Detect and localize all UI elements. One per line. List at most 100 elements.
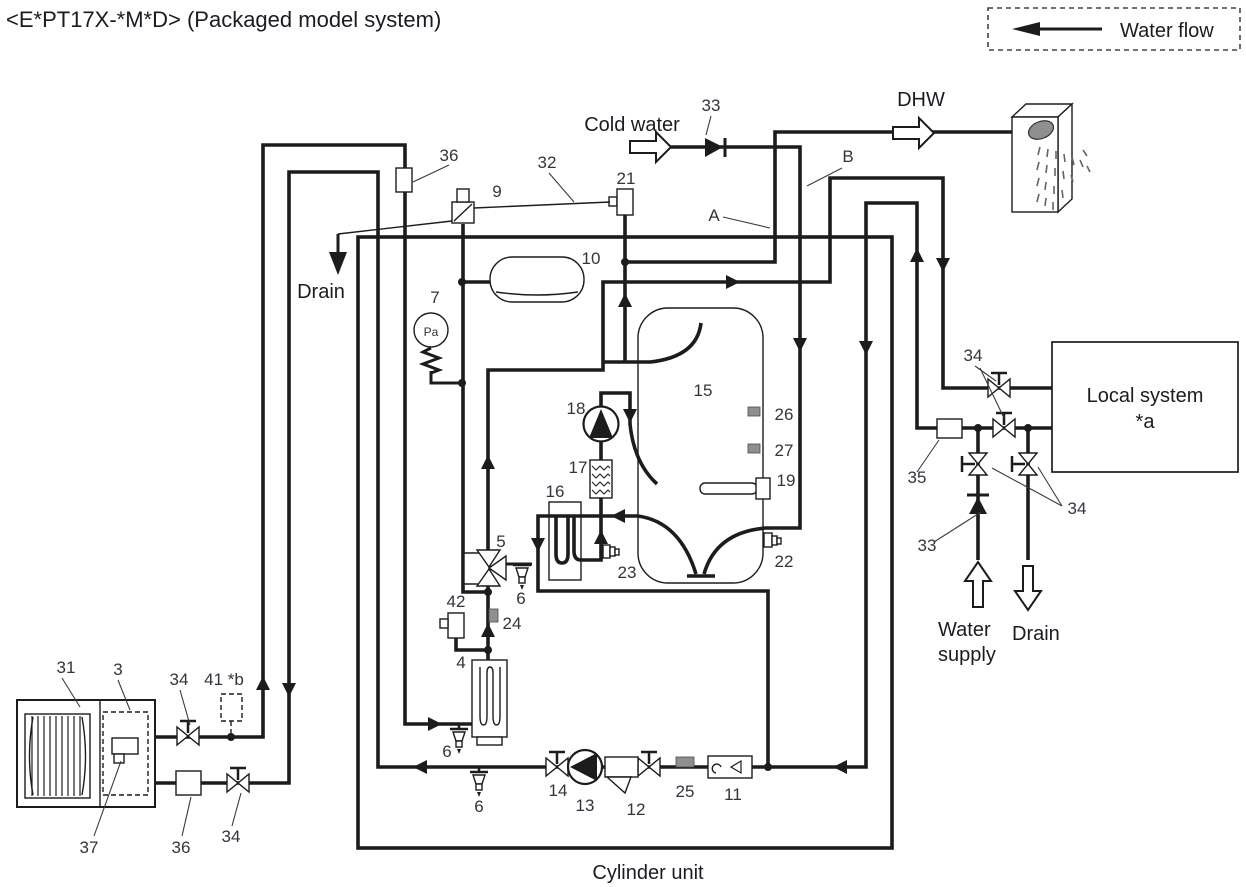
label-36-outdoor: 36 [172, 838, 191, 857]
valve-icon [545, 750, 569, 778]
valve-icon [1010, 452, 1039, 476]
strainer-12 [604, 756, 639, 795]
label-27: 27 [775, 441, 794, 460]
optional-component-41b [220, 693, 243, 735]
air-vent-6-heater [450, 724, 468, 754]
shower-icon [1010, 102, 1091, 214]
label-14: 14 [549, 781, 568, 800]
water-flow-legend: Water flow [987, 7, 1241, 51]
arrow-up-icon [594, 530, 608, 544]
arrow-down-icon [859, 341, 873, 355]
shower-head-icon [1027, 120, 1055, 140]
arrow-right-hollow-icon [892, 115, 936, 151]
label-10: 10 [582, 249, 601, 268]
flow-switch-42 [439, 612, 465, 639]
label-6-return: 6 [474, 797, 483, 816]
label-33-top: 33 [702, 96, 721, 115]
drain-top-left-label: Drain [297, 281, 345, 303]
label-9: 9 [492, 182, 501, 201]
pressure-gauge-7: Pa [413, 312, 449, 348]
outdoor-unit [16, 699, 156, 808]
cold-water-inlet: Cold water [584, 114, 680, 165]
label-11: 11 [724, 785, 742, 804]
label-34-outdoor-top: 34 [170, 670, 189, 689]
label-15: 15 [694, 381, 713, 400]
air-vent-6-return [470, 767, 488, 797]
pump-13-icon [566, 748, 604, 786]
arrow-down-icon [282, 683, 296, 697]
label-line-b: B [842, 147, 853, 166]
water-supply-label-2: supply [938, 644, 996, 666]
water-flow-label: Water flow [1120, 20, 1214, 42]
label-5: 5 [496, 532, 505, 551]
arrow-up-hollow-icon [963, 560, 993, 608]
label-21: 21 [617, 169, 636, 188]
label-line-a: A [708, 206, 720, 225]
pipe-junctions [227, 258, 1032, 771]
arrow-down-icon [623, 409, 637, 423]
check-valve-icon [967, 493, 989, 514]
valve-icon [226, 766, 250, 794]
local-system-box: Local system *a [1051, 341, 1239, 473]
plate-hx-37 [111, 737, 139, 755]
page-title: <E*PT17X-*M*D> (Packaged model system) [6, 7, 441, 32]
label-41b: 41 *b [204, 670, 244, 689]
fan-coil-icon [24, 713, 91, 799]
label-37: 37 [80, 838, 99, 857]
label-18: 18 [567, 399, 586, 418]
flow-sensor-11 [707, 755, 753, 779]
pump-18-icon [582, 405, 620, 443]
gauge-unit-label: Pa [424, 325, 439, 339]
label-6-heater: 6 [442, 742, 451, 761]
label-32: 32 [538, 153, 557, 172]
local-system-label: Local system [1087, 385, 1204, 407]
label-34-risers: 34 [1068, 499, 1087, 518]
expansion-vessel-10 [489, 256, 585, 303]
label-26: 26 [775, 405, 794, 424]
flow-arrows [256, 248, 950, 774]
label-4: 4 [456, 653, 465, 672]
label-17: 17 [569, 458, 588, 477]
tank-sensors [747, 406, 761, 454]
check-valve-icons [705, 138, 989, 514]
valve-icon [992, 411, 1016, 439]
relief-valve-21 [608, 188, 634, 216]
label-12: 12 [627, 800, 646, 819]
drain-cock-23 [602, 544, 620, 559]
drain-cock-22 [763, 532, 782, 548]
arrow-right-icon [428, 717, 442, 731]
sensor-24 [488, 608, 499, 623]
check-valve-icon [705, 138, 727, 157]
label-7: 7 [430, 288, 439, 307]
label-36-top: 36 [440, 146, 459, 165]
valve-icon [960, 452, 989, 476]
water-supply-inlet: Water supply [938, 560, 996, 666]
thermistor-26 [747, 406, 761, 417]
booster-heater-4 [471, 659, 508, 746]
label-42: 42 [447, 592, 466, 611]
label-24: 24 [503, 614, 522, 633]
arrow-down-icon [329, 252, 347, 275]
thermistor-27 [747, 443, 761, 454]
sensor-25 [675, 756, 695, 768]
arrow-up-icon [618, 293, 632, 307]
pipes [138, 130, 1052, 785]
label-13: 13 [576, 796, 595, 815]
relief-pipe-32 [473, 201, 611, 209]
air-vent-6-valve [513, 563, 531, 590]
valve-icon [176, 719, 200, 747]
filter-17 [589, 459, 613, 499]
drain-outlet-top-left [329, 220, 453, 275]
arrow-up-icon [481, 455, 495, 469]
label-34-outdoor-bottom: 34 [222, 827, 241, 846]
strainer-36-top [395, 167, 413, 193]
arrow-left-icon [833, 760, 847, 774]
component-number-labels: 36 32 9 21 33 A B 10 7 15 18 17 16 26 27… [57, 96, 1087, 857]
label-33-right: 33 [918, 536, 937, 555]
cold-water-label: Cold water [584, 114, 680, 136]
arrow-right-icon [726, 275, 740, 289]
local-system-note: *a [1136, 411, 1156, 433]
immersion-heater-19 [699, 477, 771, 500]
leader-lines [61, 115, 1063, 837]
